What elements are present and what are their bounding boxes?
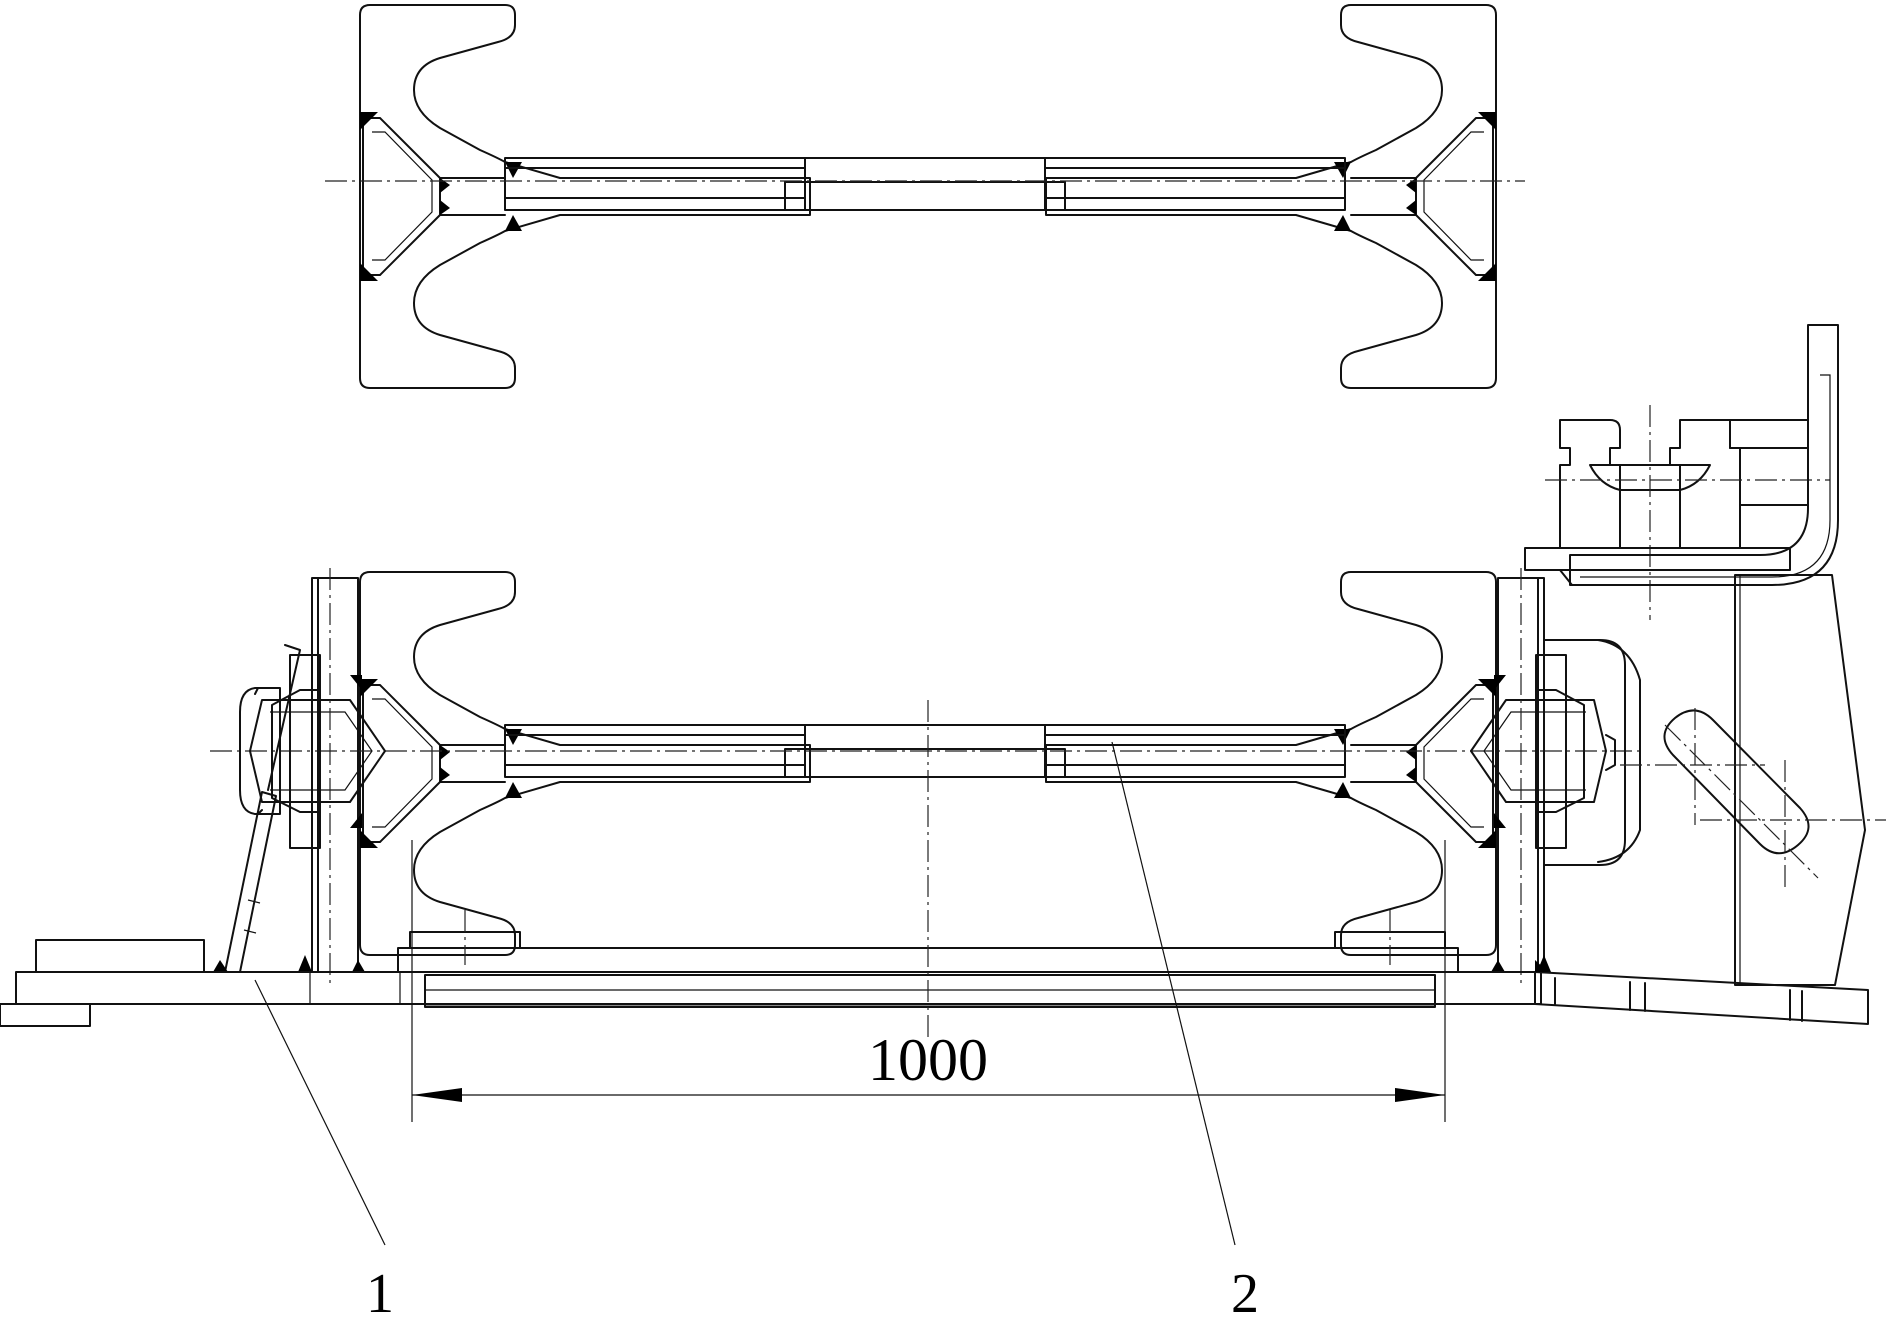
lower-rail-assembly [210, 571, 1640, 956]
part-label-1: 1 [366, 1263, 394, 1325]
left-clamp-assembly [213, 568, 386, 985]
part-labels: 1 2 [254, 741, 1259, 1325]
upper-rail-section [325, 4, 1525, 389]
base-plate [0, 910, 1542, 1027]
dimension-text: 1000 [868, 1027, 988, 1093]
part-label-2: 2 [1231, 1263, 1259, 1325]
right-bracket [1524, 324, 1886, 986]
dimension-1000: 1000 [411, 840, 1446, 1122]
tapered-rod [1534, 960, 1869, 1025]
